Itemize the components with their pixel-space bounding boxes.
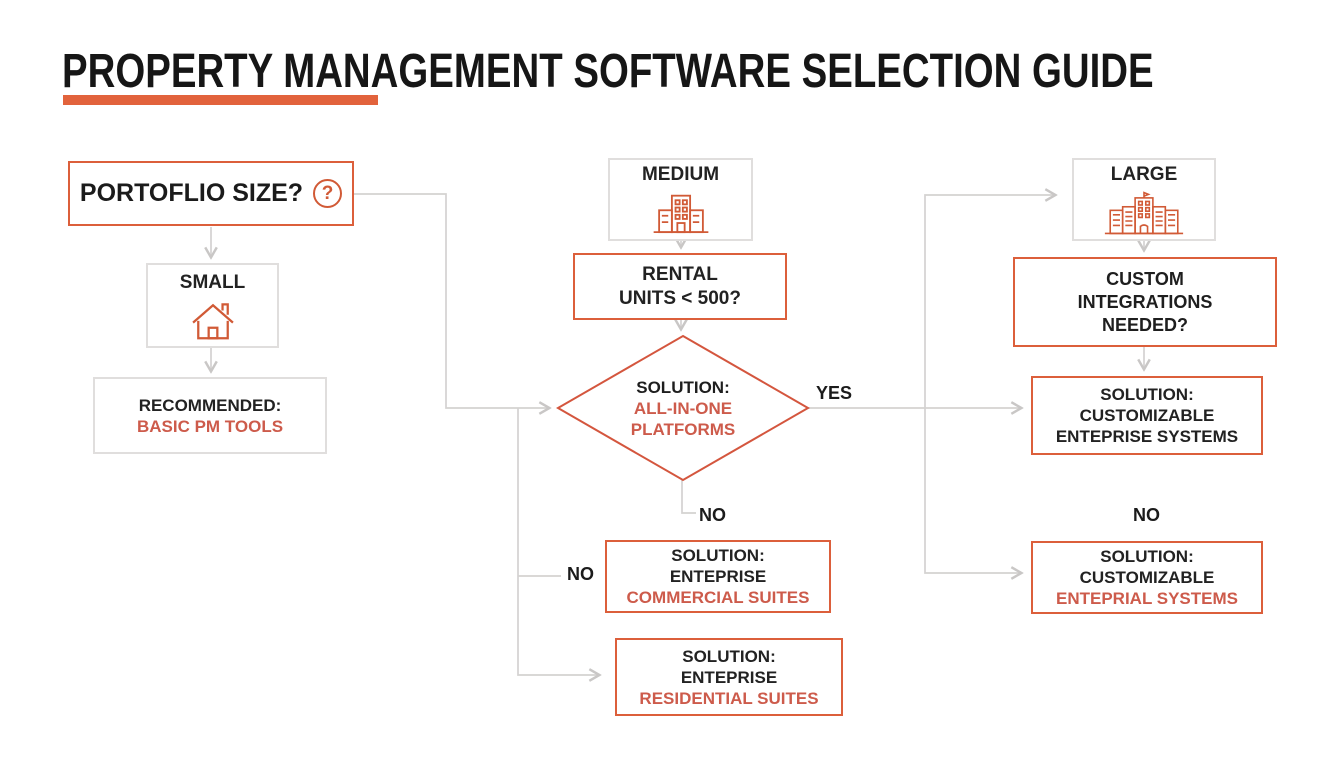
entprial-line1: SOLUTION:	[1100, 547, 1194, 566]
commercial-line1: SOLUTION:	[671, 546, 765, 565]
diamond-all-in-one	[555, 334, 811, 482]
node-recommended: RECOMMENDED: BASIC PM TOOLS	[93, 377, 327, 454]
house-icon	[191, 302, 234, 339]
node-medium: MEDIUM	[608, 158, 753, 241]
medium-label: MEDIUM	[641, 164, 720, 185]
recommended-line2: BASIC PM TOOLS	[136, 416, 284, 436]
building-icon	[653, 194, 708, 234]
edge-label-no-left: NO	[567, 564, 594, 584]
residential-line3: RESIDENTIAL SUITES	[639, 688, 819, 708]
node-small: SMALL	[146, 263, 279, 348]
edge-label-no-center: NO	[699, 505, 726, 525]
large-label: LARGE	[1110, 163, 1178, 185]
entprial-line2: CUSTOMIZABLE	[1079, 568, 1215, 587]
question-mark-icon: ?	[313, 179, 343, 208]
node-rental-units: RENTAL UNITS < 500?	[573, 253, 787, 320]
node-residential-suites: SOLUTION: ENTEPRISE RESIDENTIAL SUITES	[615, 638, 843, 716]
residential-line1: SOLUTION:	[682, 646, 776, 666]
question-glyph: ?	[321, 182, 334, 204]
node-customizable-enterprise-systems: SOLUTION: CUSTOMIZABLE ENTEPRISE SYSTEMS	[1031, 376, 1263, 455]
custom-line2: INTEGRATIONS	[1077, 291, 1213, 312]
node-enteprial-systems: SOLUTION: CUSTOMIZABLE ENTEPRIAL SYSTEMS	[1031, 541, 1263, 614]
custom-line3: NEEDED?	[1101, 314, 1188, 335]
rental-line1: RENTAL	[642, 263, 718, 285]
commercial-line2: ENTEPRISE	[669, 567, 767, 586]
node-custom-integrations: CUSTOM INTEGRATIONS NEEDED?	[1013, 257, 1277, 347]
edge-label-no-right: NO	[1133, 505, 1160, 525]
city-icon	[1104, 190, 1184, 234]
portfolio-size-label: PORTOFLIO SIZE?	[79, 179, 304, 207]
commercial-line3: COMMERCIAL SUITES	[626, 588, 810, 607]
entprial-line3: ENTEPRIAL SYSTEMS	[1056, 589, 1238, 608]
title-underline	[63, 95, 378, 105]
custom-line1: CUSTOM	[1106, 268, 1184, 289]
edge-label-yes: YES	[816, 383, 853, 403]
rental-line2: UNITS < 500?	[619, 287, 741, 309]
edge-diamond-no-tail	[681, 480, 696, 514]
node-commercial-suites: SOLUTION: ENTEPRISE COMMERCIAL SUITES	[605, 540, 831, 613]
recommended-line1: RECOMMENDED:	[138, 395, 282, 415]
diamond-line1: SOLUTION:	[636, 377, 730, 397]
ent-systems-line3: ENTEPRISE SYSTEMS	[1055, 427, 1239, 446]
ent-systems-line1: SOLUTION:	[1100, 385, 1194, 404]
page-title: PROPERTY MANAGEMENT SOFTWARE SELECTION G…	[62, 45, 1154, 98]
residential-line2: ENTEPRISE	[680, 667, 778, 687]
diamond-line3: PLATFORMS	[630, 419, 736, 439]
node-large: LARGE	[1072, 158, 1216, 241]
diamond-text: SOLUTION: ALL-IN-ONE PLATFORMS	[553, 331, 813, 485]
edge-portfolio-diamond	[354, 193, 548, 408]
edge-down-entprial	[924, 408, 1020, 573]
edge-up-large	[924, 195, 1054, 408]
node-portfolio-size: PORTOFLIO SIZE? ?	[68, 161, 354, 226]
diamond-line2: ALL-IN-ONE	[633, 398, 733, 418]
edge-branch-residential	[517, 408, 598, 675]
ent-systems-line2: CUSTOMIZABLE	[1079, 406, 1215, 425]
small-label: SMALL	[179, 271, 246, 293]
